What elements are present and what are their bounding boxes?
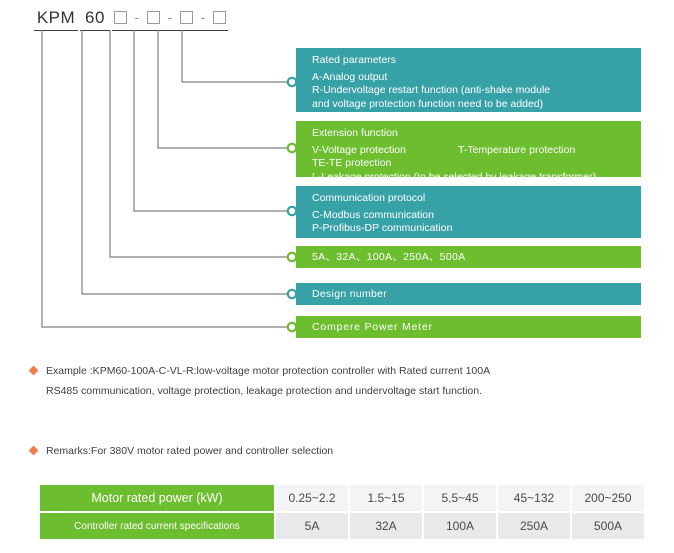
row-header-controller-current: Controller rated current specifications [40,513,274,539]
cell-current-1: 5A [276,513,348,539]
callout-leakage-protection: L-Leakage protection (to be selected by … [312,170,597,183]
option-box-2 [147,11,160,24]
cell-power-2: 1.5~15 [350,485,422,511]
callout-rated-current: 5A、32A、100A、250A、500A [296,246,641,268]
option-box-3 [180,11,193,24]
option-box-4 [213,11,226,24]
callout-compere-power-meter-label: Compere Power Meter [312,321,433,333]
remarks-note-line1: Remarks:For 380V motor rated power and c… [46,445,334,457]
cell-current-3: 100A [424,513,496,539]
leader-communication-protocol [133,30,288,212]
callout-title-extension-function: Extension function [312,127,398,139]
leader-design-number [81,30,288,295]
callout-title-communication-protocol: Communication protocol [312,192,426,204]
code-separator-3: - [200,10,206,25]
motor-power-selection-table: Motor rated power (kW) 0.25~2.2 1.5~15 5… [38,483,646,541]
code-series: 60 [80,8,110,31]
cell-power-5: 200~250 [572,485,644,511]
table-row: Controller rated current specifications … [40,513,644,539]
code-separator-2: - [167,10,173,25]
cell-power-3: 5.5~45 [424,485,496,511]
connector-dot-compere-power-meter [286,321,298,333]
callout-temperature-protection: T-Temperature protection [457,143,576,156]
callout-design-number: Design number [296,283,641,305]
option-box-1 [114,11,127,24]
callout-design-number-label: Design number [312,288,388,300]
connector-dot-extension-function [286,142,298,154]
cell-current-4: 250A [498,513,570,539]
callout-modbus-communication: C-Modbus communication [312,208,434,221]
connector-dot-design-number [286,288,298,300]
leader-rated-parameters [181,30,288,83]
callout-line-undervoltage-restart-1: R-Undervoltage restart function (anti-sh… [312,84,551,96]
callout-rated-parameters: Rated parameters A-Analog output R-Under… [296,48,641,112]
callout-voltage-protection: V-Voltage protection [312,143,406,156]
example-note-line1: Example :KPM60-100A-C-VL-R:low-voltage m… [46,365,491,377]
connector-dot-rated-current [286,251,298,263]
callout-line-extension-row1: V-Voltage protection T-Temperature protec… [312,144,641,158]
cell-power-1: 0.25~2.2 [276,485,348,511]
row-header-motor-rated-power: Motor rated power (kW) [40,485,274,511]
cell-current-2: 32A [350,513,422,539]
callout-title-rated-parameters: Rated parameters [312,54,397,66]
remarks-note: Remarks:For 380V motor rated power and c… [28,442,550,460]
diamond-bullet-icon [28,445,39,456]
example-note: Example :KPM60-100A-C-VL-R:low-voltage m… [28,362,650,400]
connector-lines [41,30,298,333]
diamond-bullet-icon [28,365,39,376]
leader-compere-power-meter [41,30,288,328]
code-separator-1: - [134,10,140,25]
callout-compere-power-meter: Compere Power Meter [296,316,641,338]
callout-rated-current-values: 5A、32A、100A、250A、500A [312,251,466,263]
callout-line-undervoltage-restart-2: and voltage protection function need to … [312,97,544,110]
callout-line-analog-output: A-Analog output [312,70,388,83]
cell-power-4: 45~132 [498,485,570,511]
connector-dot-communication-protocol [286,205,298,217]
code-option-boxes: - - - [112,8,228,31]
example-note-line2: RS485 communication, voltage protection,… [46,385,483,397]
callout-te-protection: TE-TE protection [312,157,392,169]
connector-dot-rated-parameters [286,76,298,88]
table-row: Motor rated power (kW) 0.25~2.2 1.5~15 5… [40,485,644,511]
code-prefix: KPM [34,8,78,31]
callout-profibus-communication: P-Profibus-DP communication [312,222,453,234]
leader-extension-function [157,30,288,149]
leader-rated-current [109,30,288,258]
cell-current-5: 500A [572,513,644,539]
callout-communication-protocol: Communication protocol C-Modbus communic… [296,186,641,238]
